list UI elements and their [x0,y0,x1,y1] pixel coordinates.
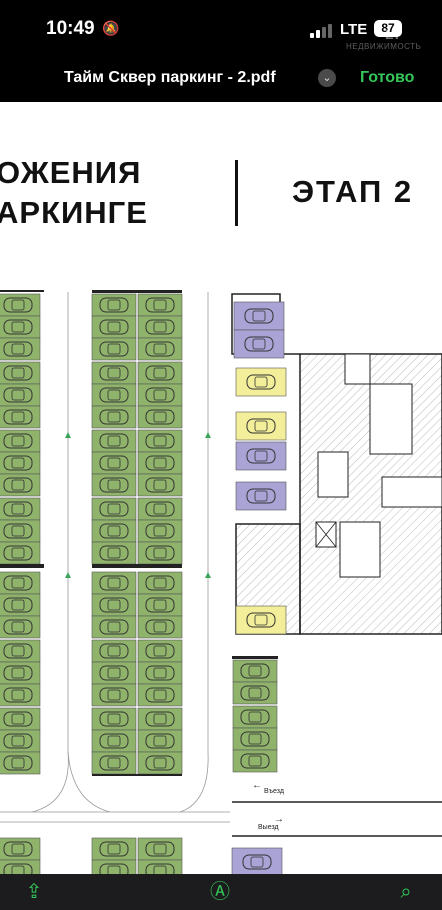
markup-icon[interactable]: Ⓐ [210,881,230,903]
heading-divider [235,160,238,226]
entry-arrow-icon: ← [252,780,262,791]
parking-block-left [0,290,44,774]
parking-block-right [232,656,442,874]
battery-icon: 87 [374,20,402,37]
bell-slash-icon: 🔕 [102,20,120,36]
network-type: LTE [340,21,368,38]
signal-icon [310,22,334,38]
watermark-subtitle: НЕДВИЖИМОСТЬ [346,42,422,51]
pdf-page[interactable]: ОЖЕНИЯ АРКИНГЕ ЭТАП 2 [0,102,442,874]
exit-label: Выезд [258,824,279,831]
direction-arrows [65,432,211,578]
search-icon[interactable]: ⌕ [400,881,412,903]
heading-line-2: АРКИНГЕ [0,195,148,230]
driving-lanes [0,292,230,823]
document-title[interactable]: Тайм Сквер паркинг - 2.pdf [64,69,276,86]
entry-label: Въезд [264,788,284,795]
share-icon[interactable]: ⇪ [25,881,43,903]
bottom-toolbar: ⇪ Ⓐ ⌕ [0,874,442,910]
status-bar: 10:49 🔕 LTE 87 LT НЕДВИЖИМОСТЬ [0,0,442,60]
watermark-logo: LT [385,26,402,42]
stage-label: ЭТАП 2 [292,174,414,209]
parking-block-middle [92,290,182,776]
heading-line-1: ОЖЕНИЯ [0,155,142,190]
building-core [231,293,442,635]
chevron-down-icon[interactable]: ⌄ [318,69,336,87]
parking-plan [0,290,442,874]
exit-arrow-icon: → [274,814,284,825]
done-button[interactable]: Готово [360,69,415,86]
clock: 10:49 [46,18,95,39]
document-toolbar: Тайм Сквер паркинг - 2.pdf ⌄ Готово [0,60,442,102]
